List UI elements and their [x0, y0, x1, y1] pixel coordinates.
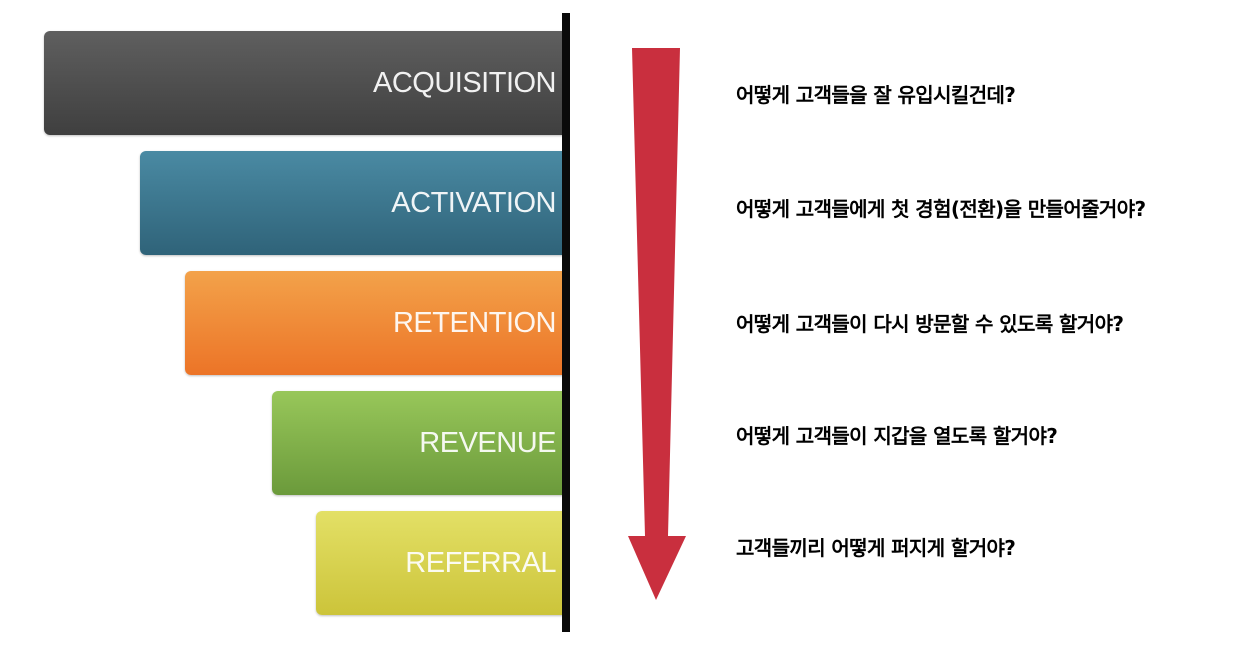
down-arrow-icon	[628, 48, 686, 600]
question-retention: 어떻게 고객들이 다시 방문할 수 있도록 할거야?	[736, 312, 1124, 336]
question-activation: 어떻게 고객들에게 첫 경험(전환)을 만들어줄거야?	[736, 197, 1146, 221]
stage-bar-revenue: REVENUE	[272, 391, 564, 495]
stage-label-retention: RETENTION	[392, 306, 557, 339]
stage-bar-acquisition: ACQUISITION	[44, 31, 564, 135]
question-revenue: 어떻게 고객들이 지갑을 열도록 할거야?	[736, 424, 1058, 448]
stage-bar-activation: ACTIVATION	[140, 151, 564, 255]
vertical-divider-line	[562, 13, 570, 632]
stage-label-acquisition: ACQUISITION	[372, 66, 557, 99]
stage-label-revenue: REVENUE	[419, 426, 556, 459]
stage-bar-referral: REFERRAL	[316, 511, 564, 615]
question-acquisition: 어떻게 고객들을 잘 유입시킬건데?	[736, 83, 1016, 107]
question-referral: 고객들끼리 어떻게 퍼지게 할거야?	[736, 536, 1016, 560]
stage-bar-retention: RETENTION	[185, 271, 564, 375]
stage-label-activation: ACTIVATION	[391, 186, 556, 219]
stage-label-referral: REFERRAL	[405, 546, 556, 579]
